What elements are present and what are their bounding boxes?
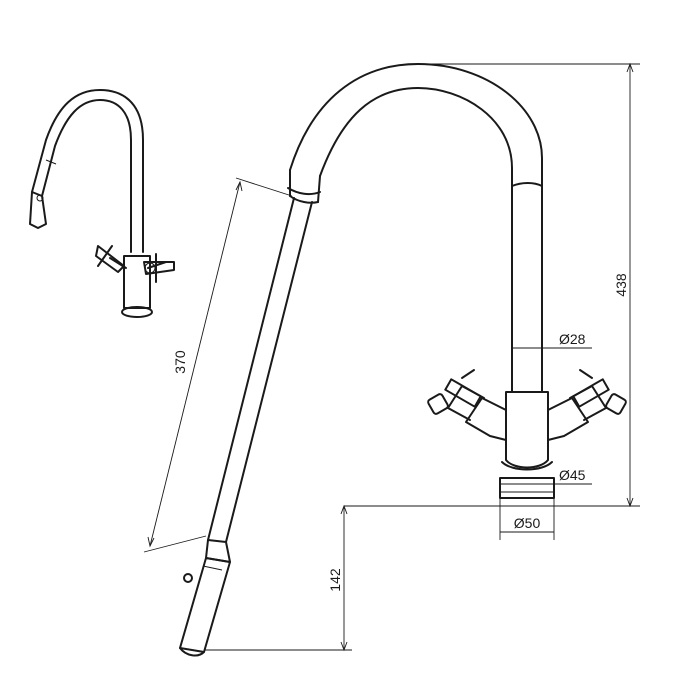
right-cross-handle[interactable] (547, 369, 627, 441)
base-diameter-label: Ø45 (559, 467, 586, 483)
faucet-perspective-view (29, 89, 175, 318)
spout-outer-line (289, 63, 543, 187)
spout-diameter-label: Ø28 (559, 331, 586, 347)
left-cross-handle[interactable] (427, 369, 507, 441)
handset-height-label: 142 (327, 568, 343, 592)
dimension-labels: 438 Ø28 Ø45 Ø50 370 142 (172, 273, 629, 592)
flange-diameter-label: Ø50 (514, 515, 541, 531)
faucet-elevation-view (179, 63, 627, 657)
hose-line (207, 197, 295, 541)
dimension-lines (143, 62, 640, 652)
spout-inner-line (319, 87, 513, 187)
hose-length-label: 370 (172, 350, 188, 374)
faucet-body (499, 391, 555, 499)
height-label: 438 (613, 273, 629, 297)
pull-out-handset (179, 539, 231, 657)
